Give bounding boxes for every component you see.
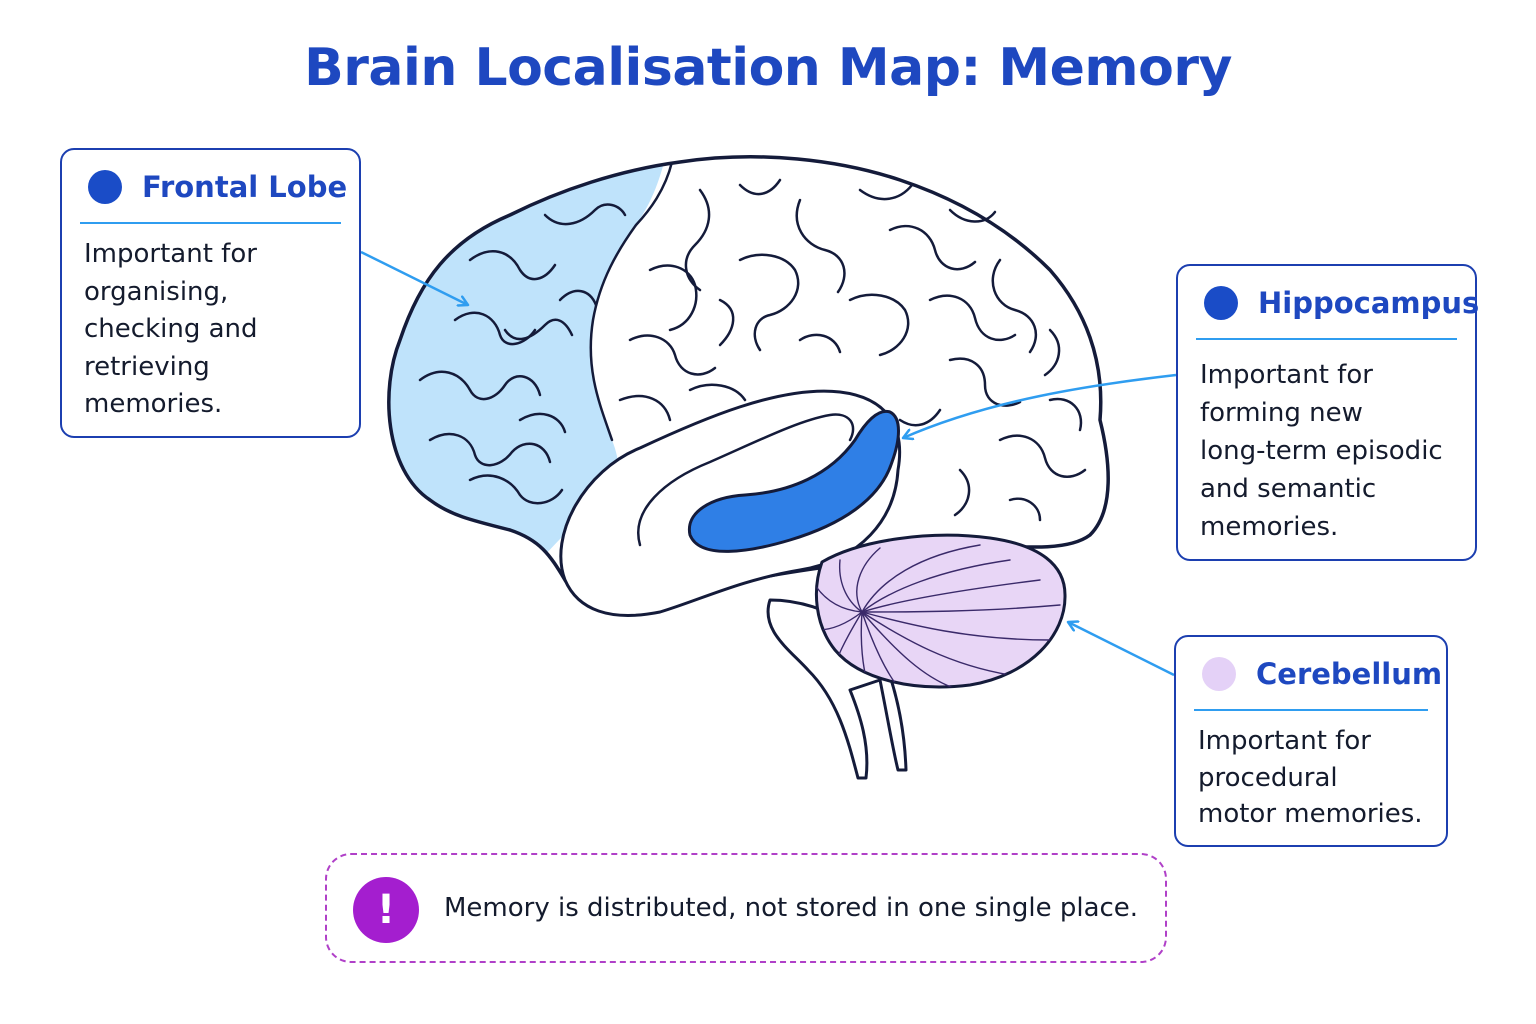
frontal-lobe-description: Important for organising, checking and r…: [84, 239, 258, 419]
note-callout: ! Memory is distributed, not stored in o…: [325, 853, 1167, 963]
hippocampus-card-header: Hippocampus: [1196, 266, 1479, 340]
exclamation-icon: !: [353, 877, 419, 943]
arrow-hippocampus: [903, 373, 1177, 438]
arrow-cerebellum: [1068, 622, 1175, 677]
note-text: Memory is distributed, not stored in one…: [444, 893, 1139, 923]
cerebellum-card: Cerebellum Important for procedural moto…: [1174, 635, 1448, 847]
cerebellum-description: Important for procedural motor memories.: [1198, 726, 1423, 829]
arrow-frontal: [360, 250, 468, 305]
hippocampus-card: Hippocampus Important for forming new lo…: [1176, 264, 1479, 561]
cerebellum-title: Cerebellum: [1256, 657, 1443, 691]
hippocampus-title: Hippocampus: [1258, 286, 1480, 320]
hippocampus-description: Important for forming new long-term epis…: [1200, 360, 1443, 542]
hippocampus-dot-icon: [1204, 286, 1238, 320]
hippocampus-region: [687, 409, 900, 553]
page-title: Brain Localisation Map: Memory: [304, 38, 1232, 98]
frontal-lobe-card-header: Frontal Lobe: [80, 150, 347, 224]
cerebellum-dot-icon: [1202, 657, 1236, 691]
cerebellum-card-header: Cerebellum: [1194, 637, 1442, 711]
frontal-lobe-card: Frontal Lobe Important for organising, c…: [60, 148, 361, 438]
frontal-lobe-dot-icon: [88, 170, 122, 204]
frontal-lobe-title: Frontal Lobe: [142, 170, 348, 204]
